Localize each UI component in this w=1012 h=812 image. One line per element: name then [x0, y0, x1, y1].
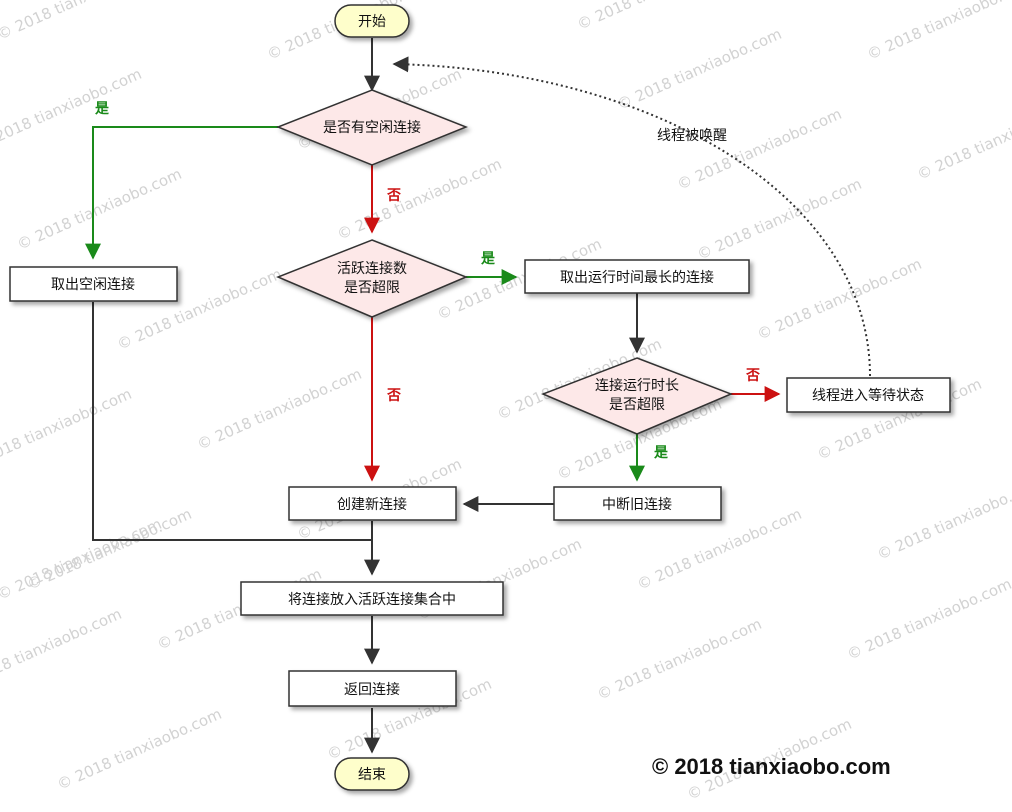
node-start-label: 开始 — [358, 14, 386, 30]
watermark-text: © 2018 tianxiaobo.com — [334, 155, 504, 244]
node-interrupt: 中断旧连接 — [553, 486, 722, 521]
label-idle-no: 否 — [386, 188, 401, 204]
label-run-no: 否 — [745, 368, 760, 384]
edge-woken-loop — [392, 56, 871, 377]
watermark-text: © 2018 tianxiaobo.com — [14, 165, 184, 254]
node-return: 返回连接 — [288, 670, 457, 707]
watermark-text: © 2018 tianxiaobo.com — [594, 615, 764, 704]
node-active-limit-label-1: 活跃连接数 — [337, 260, 407, 277]
watermark-text: © 2018 tianxiaobo.com — [0, 0, 164, 44]
watermark-text: © 2018 tianxiaobo.com — [574, 0, 744, 34]
node-take-idle: 取出空闲连接 — [9, 266, 178, 302]
node-create-label: 创建新连接 — [337, 496, 407, 513]
node-end-label: 结束 — [358, 767, 386, 783]
watermark-text: © 2018 tianxiaobo.com — [0, 65, 144, 154]
label-woken: 线程被唤醒 — [657, 127, 727, 144]
node-run-limit-label-2: 是否超限 — [609, 397, 665, 413]
watermark-text: © 2018 tianxiaobo.com — [0, 515, 164, 604]
edges — [85, 38, 871, 754]
node-take-longest: 取出运行时间最长的连接 — [524, 259, 750, 294]
label-idle-yes: 是 — [95, 101, 110, 117]
watermark-text: © 2018 tianxiaobo.com — [674, 105, 844, 194]
watermark-text: © 2018 tianxiaobo.com — [754, 255, 924, 344]
watermark-text: © 2018 tianxiaobo.com — [614, 25, 784, 114]
watermark-text: © 2018 tianxiaobo.com — [0, 605, 124, 694]
node-has-idle-label: 是否有空闲连接 — [323, 119, 421, 136]
node-take-longest-label: 取出运行时间最长的连接 — [560, 269, 714, 286]
label-run-yes: 是 — [654, 445, 669, 461]
label-active-yes: 是 — [481, 251, 496, 267]
node-put-active: 将连接放入活跃连接集合中 — [240, 581, 504, 616]
edge-labels: 是 否 是 否 否 是 线程被唤醒 — [95, 101, 760, 461]
node-has-idle: 是否有空闲连接 — [275, 89, 469, 166]
watermark-text: © 2018 tianxiaobo.com — [914, 95, 1012, 184]
copyright-text: © 2018 tianxiaobo.com — [652, 754, 891, 779]
watermark-text: © 2018 tianxiaobo.com — [864, 0, 1012, 64]
node-wait: 线程进入等待状态 — [786, 377, 951, 413]
watermark-text: © 2018 tianxiaobo.com — [194, 365, 364, 454]
node-put-active-label: 将连接放入活跃连接集合中 — [288, 591, 456, 608]
node-return-label: 返回连接 — [344, 681, 400, 698]
node-active-limit-label-2: 是否超限 — [344, 280, 400, 296]
node-start: 开始 — [334, 4, 410, 38]
node-run-limit-label-1: 连接运行时长 — [595, 377, 679, 394]
edge-idle-yes — [85, 126, 278, 260]
node-run-limit: 连接运行时长 是否超限 — [540, 357, 734, 435]
watermark-text: © 2018 tianxiaobo.com — [694, 175, 864, 264]
node-create: 创建新连接 — [288, 486, 457, 521]
node-interrupt-label: 中断旧连接 — [602, 496, 672, 513]
label-active-no: 否 — [386, 388, 401, 404]
watermark-text: © 2018 tianxiaobo.com — [874, 475, 1012, 564]
watermark-text: © 2018 tianxiaobo.com — [0, 385, 134, 474]
node-take-idle-label: 取出空闲连接 — [51, 276, 135, 293]
node-active-limit: 活跃连接数 是否超限 — [276, 239, 468, 318]
watermark-text: © 2018 tianxiaobo.com — [844, 575, 1012, 664]
node-end: 结束 — [334, 757, 410, 791]
watermark-text: © 2018 tianxiaobo.com — [54, 705, 224, 794]
edge-idle-to-put — [92, 302, 372, 541]
node-wait-label: 线程进入等待状态 — [812, 387, 924, 404]
